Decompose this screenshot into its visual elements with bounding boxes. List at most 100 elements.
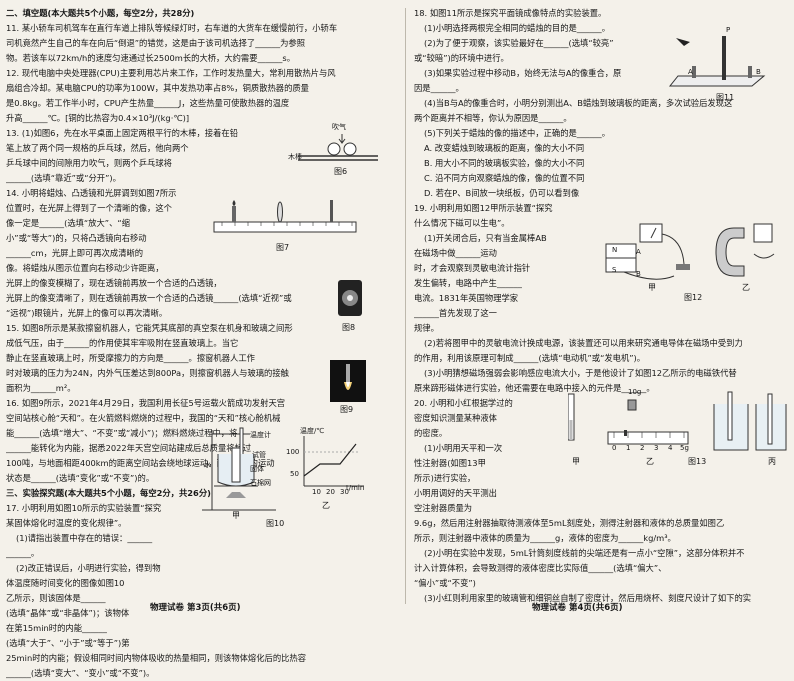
fig13-sub-c: 丙 — [768, 457, 776, 466]
right-column-line: 空注射器质量为 — [414, 503, 473, 513]
right-column-line: (1)开关闭合后，只有当金属棒AB — [424, 233, 547, 243]
fig11-label-p: P — [726, 26, 731, 34]
fig8-caption: 图8 — [342, 323, 356, 332]
left-column-line: 状态是______(选填“变化”或“不变”)的。 — [6, 473, 155, 483]
right-column-line: (2)小明在实验中发现，5mL针筒刻度线前的尖端还是有一点小“空隙”，这部分体积… — [424, 548, 745, 558]
right-column-line: (2)为了便于观察，该实验最好在______(选填“较亮” — [424, 38, 614, 48]
footer-page-3: 物理试卷 第3页(共6页) — [150, 603, 241, 613]
left-column-line: 三、实验探究题(本大题共5个小题，每空2分，共26分) — [6, 488, 211, 498]
left-column-line: ______。 — [6, 548, 40, 558]
footer-page-4: 物理试卷 第4页(共6页) — [532, 603, 623, 613]
figure-10b-graph — [294, 432, 366, 496]
left-column: 二、填空题(本大题共5个小题，每空2分，共28分) 11. 某小轿车司机驾车在直行… — [6, 6, 398, 681]
left-column-line: 16. 如图9所示，2021年4月29日，我国利用长征5号运载火箭成功发射天宫 — [6, 398, 286, 408]
left-column-line: 升高______℃。[铜的比热容为0.4×10³J/(kg·℃)] — [6, 113, 190, 123]
right-column-line: 因是______。 — [414, 83, 464, 93]
right-column-line: 9.6g，然后用注射器抽取待测液体至5mL刻度处，测得注射器和液体的总质量如图乙 — [414, 518, 725, 528]
right-column-line: ______首先发现了这一 — [414, 308, 497, 318]
figure-7 — [212, 192, 358, 242]
fig6-label: 木棒 — [288, 153, 302, 161]
fig10-sub-b: 乙 — [322, 501, 330, 510]
fig10-tick-x-30: 30 — [340, 488, 349, 496]
left-column-line: ______(选填“靠近”或“分开”)。 — [6, 173, 121, 183]
right-column-line: D. 若在P、B间放一块纸板，仍可以看到像 — [424, 188, 580, 198]
fig10-label-gauze: 石棉网 — [250, 479, 271, 487]
left-column-line: 位置时，在光屏上得到了一个清晰的像，这个 — [6, 203, 172, 213]
right-column-line: 计入计算体积，会导致测得的液体密度比实际值______(选填“偏大”、 — [414, 563, 667, 573]
left-column-line: 静止在竖直玻璃上时，所受摩擦力的方向是______。擦窗机器人工作 — [6, 353, 255, 363]
right-column-line: (4)当B与A的像重合时，小明分别测出A、B蜡烛到玻璃板的距离，多次试验后发现这 — [424, 98, 733, 108]
left-column-line: 光屏上的像变清晰了，则在透镜前再放一个合适的凸透镜______(选填“近视”或 — [6, 293, 292, 303]
left-column-line: 乙所示，则该固体是______ — [6, 593, 106, 603]
left-column-line: 时对玻璃的压力为24N，内外气压差达到800Pa，则擦窗机器人与玻璃的接触 — [6, 368, 289, 378]
left-column-line: ______cm，光屏上即可再次成清晰的 — [6, 248, 144, 258]
right-column-line: A. 改变蜡烛到玻璃板的距离，像的大小不同 — [424, 143, 585, 153]
fig13-caption: 图13 — [688, 457, 707, 466]
fig12-label-n: N — [612, 246, 618, 254]
fig13-scale-2: 2 — [640, 444, 645, 452]
right-column-line: 或“较暗”)的环境中进行。 — [414, 53, 509, 63]
left-column-line: 100吨，与地面相距400km的距离空间站会绕地球运动，两空间站的运动 — [6, 458, 275, 468]
left-column-line: 体温度随时间变化的图像如图10 — [6, 578, 125, 588]
fig10-label-solid: 固体 — [250, 465, 264, 473]
fig11-label-a: A — [688, 68, 693, 76]
fig10-caption: 图10 — [266, 519, 285, 528]
right-column-line: (2)若将图甲中的灵敏电流计换成电源，该装置还可以用来研究通电导体在磁场中受到力 — [424, 338, 743, 348]
right-column-line: 性注射器(如图13甲 — [414, 458, 486, 468]
figure-8 — [336, 278, 364, 318]
left-column-line: 像一定是______(选填“放大”、“缩 — [6, 218, 130, 228]
right-column-line: 在磁场中做______运动 — [414, 248, 497, 258]
fig10-label-water: 水 — [204, 461, 211, 469]
left-column-line: 成低气压，由于______的作用使其牢牢吸附在竖直玻璃上。当它 — [6, 338, 239, 348]
right-column-line: 所示)进行实验， — [414, 473, 476, 483]
left-column-line: 像。将蜡烛从图示位置向右移动少许距离， — [6, 263, 164, 273]
fig13-scale-4: 4 — [668, 444, 673, 452]
left-column-line: 二、填空题(本大题共5个小题，每空2分，共28分) — [6, 8, 195, 18]
left-column-line: 空间站核心舱“天和”。在火箭燃料燃烧的过程中，我国的“天和”核心舱机械 — [6, 413, 281, 423]
left-column-line: (2)改正错误后，小明进行实验，得到物 — [16, 563, 161, 573]
exam-page: 二、填空题(本大题共5个小题，每空2分，共28分) 11. 某小轿车司机驾车在直行… — [6, 6, 788, 678]
right-column-line: 时，才会观察到灵敏电流计指针 — [414, 263, 531, 273]
left-column-line: 扇组合冷却。某电脑CPU的功率为100W，其中发热功率占8%，铜质散热器的质量 — [6, 83, 309, 93]
right-column-line: 发生偏转，电路中产生______ — [414, 278, 522, 288]
fig13-scale-0: 0 — [612, 444, 617, 452]
figure-13 — [568, 390, 788, 454]
fig10-axis-y: 温度/℃ — [300, 427, 325, 435]
fig13-sub-b: 乙 — [646, 457, 654, 466]
left-column-line: 光屏上的像变模糊了，现在透镜前再放一个合适的凸透镜， — [6, 278, 222, 288]
right-column-line: (3)如果实验过程中移动B，始终无法与A的像重合，原 — [424, 68, 622, 78]
fig10-axis-x: t/min — [346, 484, 365, 492]
fig13-weight: 10g — [628, 388, 642, 396]
fig10-sub-a: 甲 — [232, 511, 240, 520]
right-column-line: C. 沿不同方向观察蜡烛的像，像的位置不同 — [424, 173, 585, 183]
fig6-caption: 图6 — [334, 167, 348, 176]
right-column-line: (5)下列关于蜡烛的像的描述中，正确的是______。 — [424, 128, 610, 138]
fig9-caption: 图9 — [340, 405, 354, 414]
fig10-label-thermometer: 温度计 — [250, 431, 271, 439]
left-column-line: ______(选填“变大”、“变小”或“不变”)。 — [6, 668, 155, 678]
fig11-caption: 图11 — [716, 93, 735, 102]
left-column-line: 11. 某小轿车司机驾车在直行车道上排队等候绿灯时，右车道的大货车在缓慢前行，小… — [6, 23, 338, 33]
figure-9 — [330, 360, 366, 402]
fig12-label-a: A — [636, 248, 641, 256]
right-column-line: 两个距离并不相等，你认为原因是______。 — [414, 113, 572, 123]
right-column: 18. 如图11所示是探究平面镜成像特点的实验装置。(1)小明选择两根完全相同的… — [414, 6, 788, 606]
fig13-scale-1: 1 — [626, 444, 631, 452]
figure-10 — [196, 424, 296, 516]
left-column-line: 某固体熔化时温度的变化规律”。 — [6, 518, 127, 528]
left-column-line: (选填“晶体”或“非晶体”)；该物体 — [6, 608, 130, 618]
fig7-caption: 图7 — [276, 243, 290, 252]
left-column-line: 是0.8kg。若工作半小时，CPU产生热量______J，这些热量可使散热器的温… — [6, 98, 290, 108]
figure-11 — [668, 28, 774, 90]
left-column-line: 笔上放了两个同一规格的乒乓球，然后，他向两个 — [6, 143, 189, 153]
fig13-sub-a: 甲 — [572, 457, 580, 466]
fig12-label-s: S — [612, 266, 617, 274]
right-column-line: 电流。1831年英国物理学家 — [414, 293, 519, 303]
column-divider — [405, 8, 406, 604]
right-column-line: B. 用大小不同的玻璃板实验，像的大小不同 — [424, 158, 585, 168]
right-column-line: 规律。 — [414, 323, 439, 333]
figure-6 — [294, 128, 384, 170]
fig12-label-b: B — [636, 270, 641, 278]
right-column-line: 18. 如图11所示是探究平面镜成像特点的实验装置。 — [414, 8, 607, 18]
left-column-line: 面积为______m²。 — [6, 383, 76, 393]
